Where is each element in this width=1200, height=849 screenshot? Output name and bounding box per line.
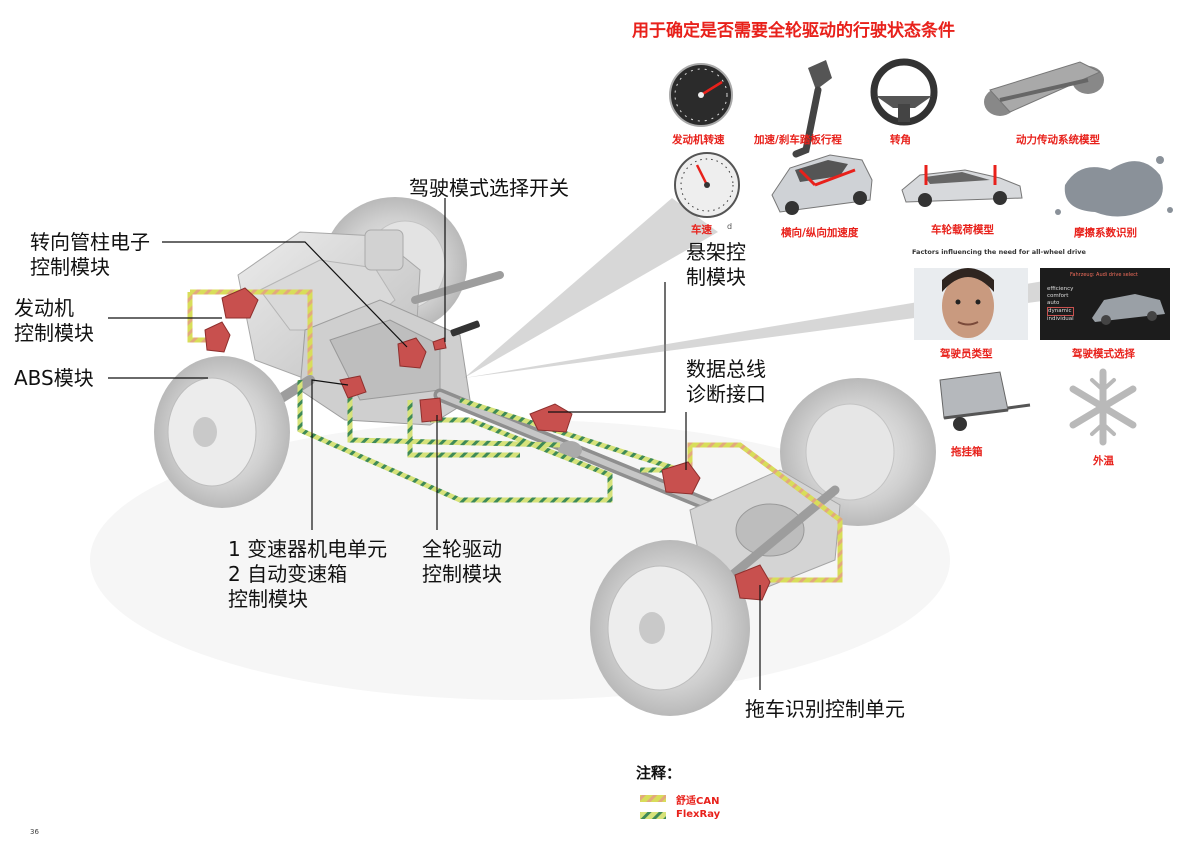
legend-title: 注释：	[636, 764, 682, 782]
icon-caption-trailer: 拖挂箱	[951, 446, 983, 458]
callout-line: 控制模块	[422, 562, 502, 586]
drive-mode-menu-item: auto	[1047, 300, 1060, 306]
car-acceleration-icon	[771, 154, 873, 215]
callout-line: ABS模块	[14, 366, 94, 390]
callout-line: 控制模块	[14, 321, 94, 345]
legend-label-comfort-can: 舒适CAN	[676, 796, 720, 807]
callout-diagnostic-interface: 数据总线 诊断接口	[686, 357, 766, 407]
legend-swatch-flexray	[640, 812, 666, 819]
beam-upper	[464, 198, 718, 378]
icon-caption-steering-angle: 转角	[890, 134, 911, 146]
icon-caption-pedal-travel: 加速/刹车踏板行程	[754, 134, 842, 146]
wheel-front-left	[154, 356, 290, 508]
icon-caption-friction: 摩擦系数识别	[1074, 227, 1137, 239]
drive-mode-menu: efficiency comfort auto dynamic individu…	[1047, 286, 1074, 323]
driver-face-icon	[914, 268, 1028, 340]
callout-line: 数据总线	[686, 357, 766, 381]
drive-mode-menu-item: dynamic	[1047, 307, 1074, 316]
callout-suspension-module: 悬架控 制模块	[686, 240, 746, 290]
drive-mode-menu-item: efficiency	[1047, 286, 1074, 292]
callout-line: 控制模块	[30, 255, 110, 279]
callout-awd-module: 全轮驱动 控制模块	[422, 537, 502, 587]
abs-module	[204, 321, 231, 353]
speedometer-mark: d	[727, 222, 733, 231]
rear-subframe	[685, 469, 841, 615]
callout-line: 拖车识别控制单元	[745, 697, 905, 721]
comfort-can-bus-lines	[187, 289, 843, 583]
flexray-bus-lines	[297, 380, 681, 503]
callout-line: 发动机	[14, 296, 74, 320]
callout-drive-mode-switch: 驾驶模式选择开关	[409, 176, 569, 201]
callout-line: 1 变速器机电单元	[228, 537, 388, 561]
callout-line: 悬架控	[686, 240, 746, 264]
drivetrain-icon	[984, 61, 1104, 116]
car-load-icon	[901, 165, 1023, 207]
icon-caption-engine-speed: 发动机转速	[672, 134, 725, 146]
diag-interface-module	[661, 461, 701, 495]
beam-lower	[464, 280, 1050, 378]
snowflake-icon	[1069, 368, 1137, 446]
trailer-icon	[939, 371, 1031, 431]
callout-line: 转向管柱电子	[30, 230, 150, 254]
callout-transmission-modules: 1 变速器机电单元 2 自动变速箱 控制模块	[228, 537, 387, 612]
callout-steering-column-module: 转向管柱电子 控制模块	[30, 230, 150, 280]
leader-lines	[108, 198, 761, 690]
icon-caption-wheel-load: 车轮载荷模型	[931, 224, 994, 236]
icon-caption-drive-mode: 驾驶模式选择	[1072, 348, 1135, 360]
drive-mode-menu-item: comfort	[1047, 293, 1069, 299]
tachometer-icon	[669, 63, 733, 127]
factors-caption: Factors influencing the need for all-whe…	[912, 248, 1086, 256]
callout-line: 控制模块	[228, 587, 308, 611]
callout-line: 制模块	[686, 265, 746, 289]
propeller-shaft	[433, 388, 752, 527]
friction-splash-icon	[1055, 156, 1173, 217]
drive-mode-menu-item: individual	[1047, 316, 1074, 322]
mechatronic-module	[339, 375, 367, 399]
drive-mode-switch-unit	[450, 320, 480, 337]
callout-engine-module: 发动机 控制模块	[14, 296, 94, 346]
awd-module	[419, 397, 443, 423]
icon-caption-drivetrain-model: 动力传动系统模型	[1016, 134, 1100, 146]
wheel-rear-left	[590, 540, 750, 716]
callout-line: 诊断接口	[686, 382, 766, 406]
callout-trailer-unit: 拖车识别控制单元	[745, 697, 905, 722]
suspension-module	[529, 403, 573, 433]
icon-caption-outside-temp: 外温	[1093, 455, 1114, 467]
panel-title: 用于确定是否需要全轮驱动的行驶状态条件	[632, 21, 955, 41]
legend-swatch-can	[640, 795, 666, 802]
trailer-module	[734, 564, 771, 601]
drive-mode-screen-icon	[1040, 268, 1170, 340]
icon-caption-acceleration: 横向/纵向加速度	[781, 227, 859, 239]
steering-wheel-icon	[870, 58, 938, 126]
speedometer-icon	[674, 152, 740, 218]
drive-mode-switch-module	[432, 337, 447, 351]
callout-line: 驾驶模式选择开关	[409, 176, 569, 200]
legend-label-flexray: FlexRay	[676, 809, 721, 820]
icon-caption-driver-type: 驾驶员类型	[940, 348, 993, 360]
drive-mode-screen-heading: Fahrzeug: Audi drive select	[1070, 272, 1138, 278]
callout-abs-module: ABS模块	[14, 366, 94, 391]
pedal-icon	[792, 60, 832, 158]
icon-caption-vehicle-speed: 车速	[691, 224, 712, 236]
callout-line: 全轮驱动	[422, 537, 502, 561]
page-number: 36	[30, 828, 39, 836]
wheel-rear-right	[780, 378, 936, 526]
engine-ecu-module	[221, 287, 259, 319]
callout-line: 2 自动变速箱	[228, 562, 348, 586]
